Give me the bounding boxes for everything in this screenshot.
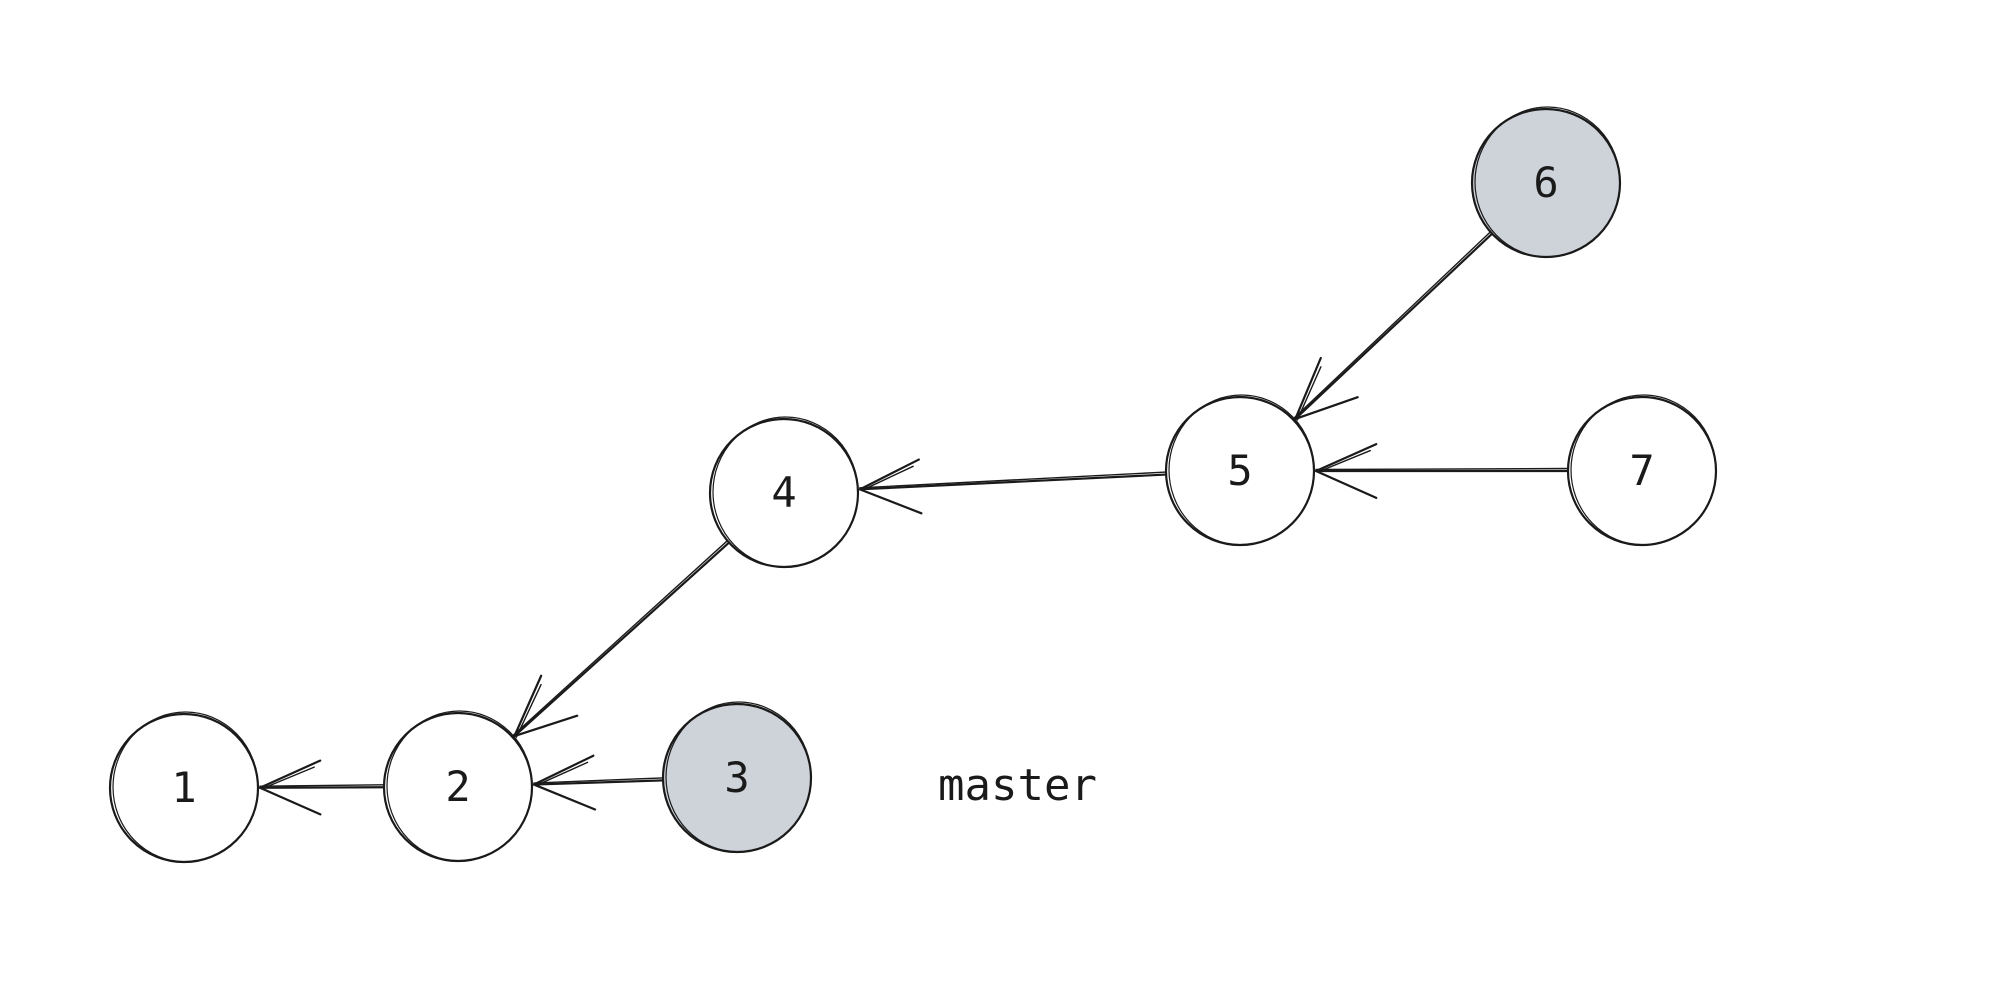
commit-label: 5 [1227, 446, 1252, 495]
commit-label: 6 [1533, 158, 1558, 207]
arrowhead [858, 458, 923, 515]
edge-5-to-4 [858, 458, 1168, 515]
arrowhead [532, 754, 597, 811]
commit-node-6: 6 [1470, 106, 1622, 259]
edge-4-to-2 [512, 540, 731, 738]
edge-6-to-5 [1293, 231, 1494, 421]
branch-label-master: master [938, 760, 1097, 811]
edges-layer [258, 231, 1570, 816]
edge-7-to-5 [1314, 442, 1570, 500]
commit-node-1: 1 [108, 711, 260, 864]
edge-3-to-2 [532, 754, 665, 811]
commit-label: 4 [771, 468, 796, 517]
commit-label: 2 [445, 762, 470, 811]
nodes-layer: 1 2 3 4 5 6 7 [108, 106, 1718, 864]
commit-label: 1 [171, 763, 196, 812]
commit-node-5: 5 [1164, 394, 1316, 547]
commit-node-2: 2 [382, 710, 534, 863]
arrowhead [258, 759, 322, 816]
commit-node-4: 4 [708, 416, 860, 569]
arrowhead [1314, 442, 1378, 500]
commit-node-7: 7 [1566, 394, 1718, 547]
edge-2-to-1 [258, 759, 386, 816]
commit-label: 3 [724, 753, 749, 802]
commit-node-3: 3 [661, 701, 813, 854]
commit-label: 7 [1629, 446, 1654, 495]
